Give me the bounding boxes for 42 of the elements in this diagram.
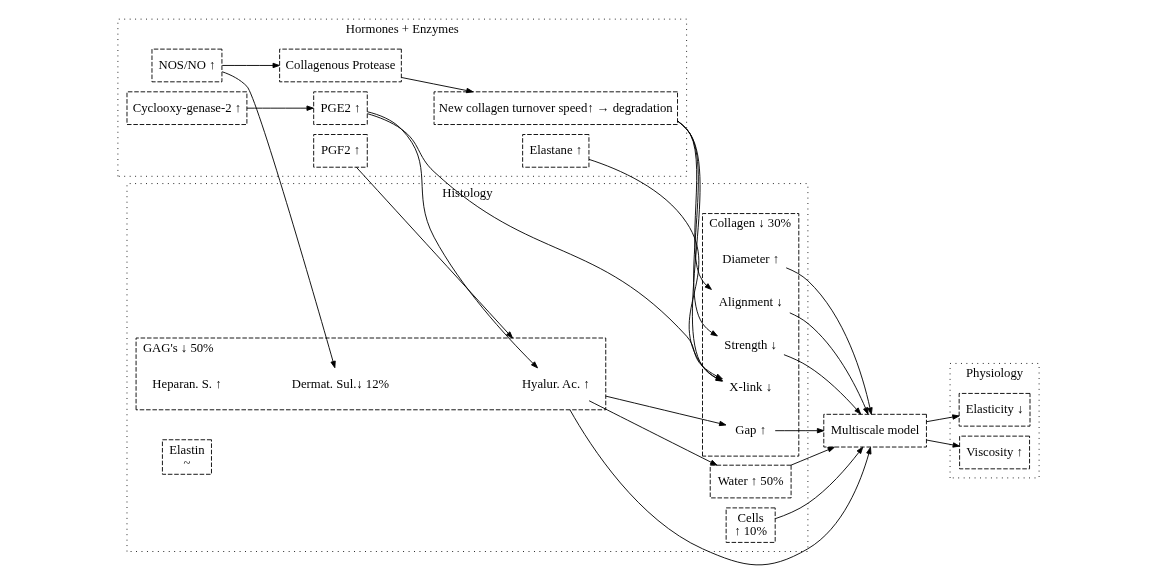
node-box: Viscosity ↑ [959,435,1030,470]
arrow [355,166,513,339]
node-text: Diameter ↑ [722,252,780,267]
node-box: Water ↑ 50% [709,464,792,499]
arrow [400,77,474,94]
node-box: Cells ↑ 10% [725,507,776,543]
arrow [926,414,960,423]
node-box: NOS/NO ↑ [151,48,223,83]
node-text: Heparan. S. ↑ [152,376,222,391]
node-box: Cyclooxy-genase-2 ↑ [126,91,248,125]
arrow [783,354,862,415]
arrow [221,62,280,69]
node-box: Elastane ↑ [522,134,590,168]
arrow [785,267,873,415]
node-box: PGF2 ↑ [313,134,368,168]
arrow [605,395,727,427]
node-text: Alignment ↓ [718,294,783,309]
arrow [569,409,872,566]
node-text: X-link ↓ [729,380,773,395]
arrow [367,113,723,380]
arrow [246,105,314,111]
arrow [926,439,960,448]
node-text: Hyalur. Ac. ↑ [521,376,590,391]
node-text: Gap ↑ [735,423,767,438]
node-box: New collagen turnover speed↑ → degradation [433,91,678,125]
arrow [789,312,869,415]
arrow [677,120,718,337]
arrow [774,446,864,520]
node-text: Strength ↓ [724,337,777,352]
arrow [366,111,538,369]
node-box: Elasticity ↓ [958,392,1031,427]
node-box: Multiscale model [823,413,927,448]
arrow [221,71,336,369]
node-text: Dermat. Sul.↓ 12% [291,376,390,391]
arrow [774,428,825,434]
node-box: Collagenous Protease [279,48,402,83]
node-box: Elastin ~ [161,439,212,475]
arrow [790,446,835,466]
arrow [588,158,723,382]
arrow [677,120,723,382]
node-box: PGE2 ↑ [313,91,368,125]
arrow [588,400,718,466]
